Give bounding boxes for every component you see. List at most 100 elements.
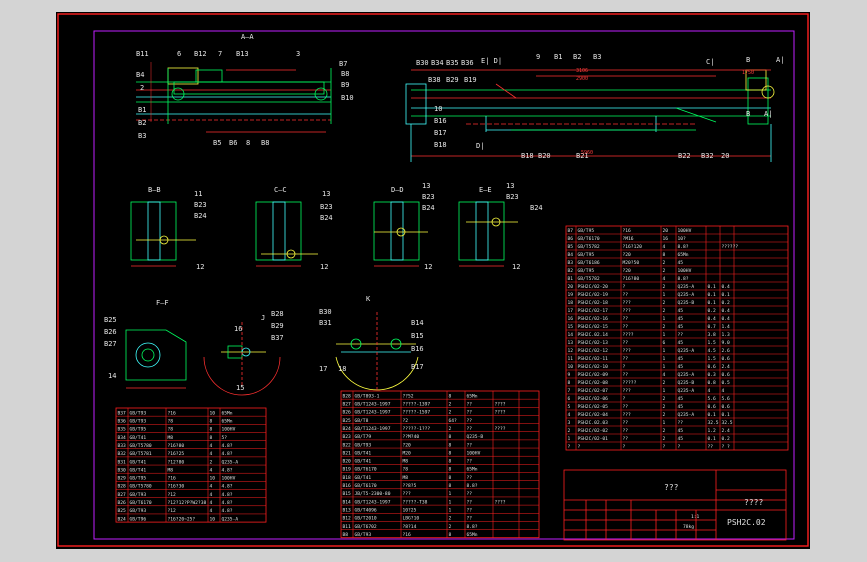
callout-b20: B20 bbox=[538, 152, 551, 160]
table-cell: B23 bbox=[343, 434, 352, 440]
table-cell: B3 bbox=[568, 260, 574, 266]
table-cell: 2 bbox=[663, 380, 666, 386]
table-cell: 0.4 bbox=[708, 316, 717, 322]
detail-k-callout-b15: B15 bbox=[411, 332, 424, 340]
section-b-b-callout-b23: B23 bbox=[194, 201, 207, 209]
table-cell: Q235-A bbox=[678, 284, 695, 290]
table-cell: 0.1 bbox=[722, 412, 731, 418]
dimension-right: 1750 bbox=[742, 70, 754, 76]
table-cell: 1.5 bbox=[708, 340, 717, 346]
cad-drawing-canvas[interactable]: A—A B11 6 B12 7 B13 3 B7 B8 B9 B10 B4 2 … bbox=[56, 12, 810, 549]
table-cell: GB/T8 bbox=[355, 418, 369, 424]
detail-f-callout-b27: B27 bbox=[104, 340, 117, 348]
table-cell: ?? bbox=[623, 436, 629, 442]
table-cell: ??? bbox=[623, 412, 632, 418]
table-cell: 0.1 bbox=[708, 412, 717, 418]
table-cell: GB/T95 bbox=[578, 268, 595, 274]
table-cell: B13 bbox=[343, 507, 352, 513]
table-cell: JB/T5-2300-80 bbox=[355, 491, 391, 497]
table-cell: B26 bbox=[118, 500, 127, 506]
callout-b30: B30 bbox=[416, 59, 429, 67]
table-cell: PSH2C/02-06 bbox=[578, 396, 609, 402]
section-title-b-b: B—B bbox=[148, 186, 161, 194]
table-cell: PSH2C/02-20 bbox=[578, 284, 609, 290]
table-cell: PSH2C/02-05 bbox=[578, 404, 609, 410]
table-cell: 1.4 bbox=[722, 324, 731, 330]
table-cell: B30 bbox=[118, 467, 127, 473]
table-cell: ? bbox=[568, 444, 571, 450]
table-cell: ?8?14 bbox=[403, 524, 417, 530]
table-cell: B24 bbox=[343, 426, 352, 432]
table-cell: B4 bbox=[568, 252, 574, 258]
callout-6: 6 bbox=[177, 50, 181, 58]
callout-d-left: E| D| bbox=[481, 57, 502, 65]
table-cell: ??M?40 bbox=[403, 434, 420, 440]
detail-j-callout-15: 15 bbox=[236, 384, 244, 392]
table-cell: 1.3 bbox=[722, 332, 731, 338]
table-cell: ?2 bbox=[403, 418, 409, 424]
section-d-d-callout-13: 13 bbox=[422, 182, 430, 190]
table-cell: ?? bbox=[623, 292, 629, 298]
table-cell: ?16?80 bbox=[168, 443, 185, 449]
table-cell: 65Mn bbox=[678, 252, 689, 258]
table-cell: PSH2C/02-11 bbox=[578, 356, 609, 362]
table-cell: 1 bbox=[449, 491, 452, 497]
table-cell: 0.2 bbox=[722, 300, 731, 306]
table-cell: 10 bbox=[210, 410, 216, 416]
table-cell: ?20 bbox=[623, 268, 632, 274]
table-cell: B32 bbox=[118, 451, 127, 457]
table-cell: B27 bbox=[343, 402, 352, 408]
table-cell: ?? bbox=[467, 491, 473, 497]
detail-title-j: J bbox=[261, 314, 265, 322]
table-cell: PSH2C.02.03 bbox=[578, 420, 609, 426]
table-cell: 65Mn bbox=[222, 419, 233, 425]
callout-b9: B9 bbox=[341, 81, 349, 89]
table-cell: GB/T6170 bbox=[355, 467, 377, 473]
table-cell: 2.4 bbox=[722, 364, 731, 370]
table-cell: 0.2 bbox=[708, 308, 717, 314]
table-cell: 10 bbox=[210, 516, 216, 522]
table-cell: 4 bbox=[210, 492, 213, 498]
table-cell: GB/T95 bbox=[130, 476, 147, 482]
table-cell: ?? bbox=[623, 356, 629, 362]
table-cell: PSH2C/02-09 bbox=[578, 372, 609, 378]
table-cell: ?????-1597 bbox=[403, 410, 431, 416]
table-cell: Q235-A bbox=[678, 292, 695, 298]
table-cell: ?? bbox=[467, 499, 473, 505]
callout-10: 10 bbox=[434, 105, 442, 113]
detail-f-callout-14: 14 bbox=[108, 372, 116, 380]
table-cell: 0.1 bbox=[722, 292, 731, 298]
table-cell: B22 bbox=[343, 442, 352, 448]
table-cell: 4.8? bbox=[222, 492, 233, 498]
section-title-c-c: C—C bbox=[274, 186, 287, 194]
table-cell: ?? bbox=[467, 475, 473, 481]
title-block bbox=[563, 469, 787, 541]
table-cell: 9 bbox=[568, 372, 571, 378]
table-cell: ?8 bbox=[168, 427, 174, 433]
table-cell: ?16 bbox=[168, 476, 177, 482]
table-cell: LBG?10 bbox=[403, 516, 420, 522]
table-cell: ?? bbox=[467, 516, 473, 522]
table-cell: 4 bbox=[568, 412, 571, 418]
outer-frame bbox=[57, 13, 809, 547]
table-cell: ?20 bbox=[623, 252, 632, 258]
table-cell: PSH2C/02-16 bbox=[578, 316, 609, 322]
table-cell: B21 bbox=[343, 450, 352, 456]
table-cell: ??? bbox=[623, 388, 632, 394]
callout-b2-main: B2 bbox=[573, 53, 581, 61]
table-cell: M20?50 bbox=[623, 260, 640, 266]
callout-b11: B11 bbox=[136, 50, 149, 58]
callout-b36: B36 bbox=[461, 59, 474, 67]
section-c-c-callout-b23: B23 bbox=[320, 203, 333, 211]
table-cell: 1 bbox=[663, 292, 666, 298]
table-cell: 8 bbox=[449, 467, 452, 473]
table-cell: 2 bbox=[449, 402, 452, 408]
table-cell: Q235-A bbox=[222, 516, 239, 522]
section-d-d-callout-b24: B24 bbox=[422, 204, 435, 212]
table-cell: ?? bbox=[623, 372, 629, 378]
callout-b17: B17 bbox=[434, 129, 447, 137]
table-cell: 0.8 bbox=[708, 380, 717, 386]
drawing-viewport[interactable]: A—A B11 6 B12 7 B13 3 B7 B8 B9 B10 B4 2 … bbox=[56, 12, 810, 549]
table-cell: 100HV bbox=[222, 476, 236, 482]
table-cell: B31 bbox=[118, 459, 127, 465]
